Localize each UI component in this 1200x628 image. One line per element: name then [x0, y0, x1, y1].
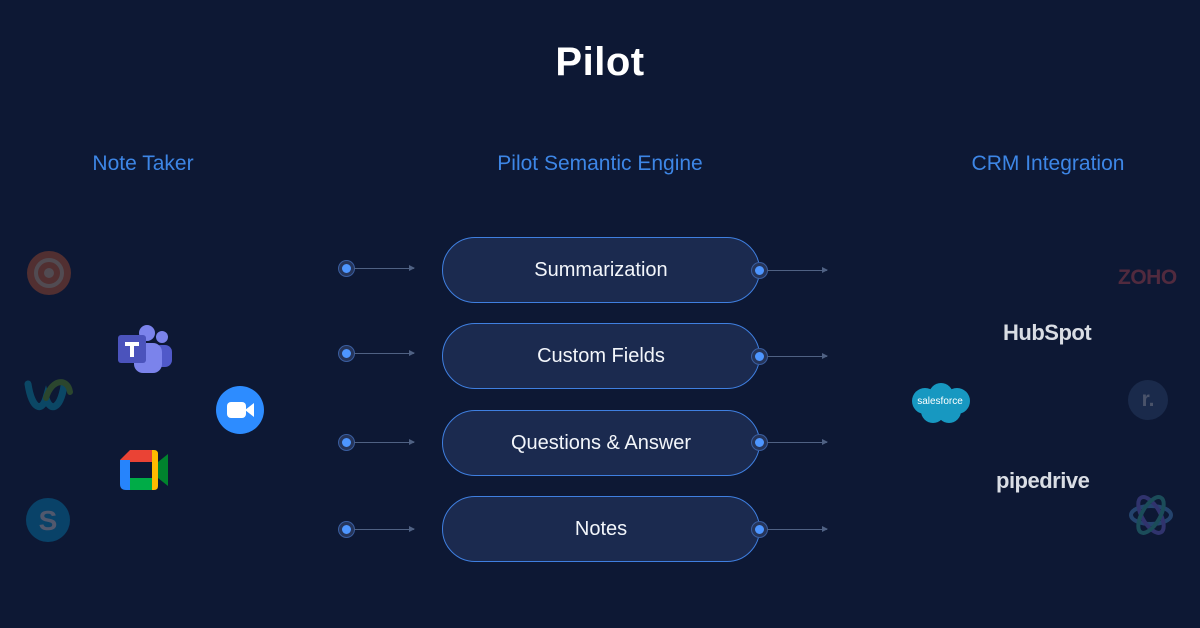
salesforce-logo: salesforce	[907, 381, 973, 425]
r-logo: r.	[1128, 380, 1168, 420]
hubspot-logo: HubSpot	[1003, 320, 1092, 346]
input-dot	[339, 346, 354, 361]
svg-text:S: S	[39, 505, 58, 536]
input-arrow	[354, 265, 415, 271]
engine-item-label: Custom Fields	[537, 344, 665, 367]
output-arrow	[767, 439, 828, 445]
output-dot	[752, 522, 767, 537]
engine-item-label: Notes	[574, 517, 628, 540]
input-arrow	[354, 439, 415, 445]
engine-item-questions-answer: Questions & Answer	[442, 410, 760, 476]
hubspot-wordmark: HubSpot	[1003, 320, 1092, 345]
dynamics-icon	[1129, 495, 1173, 535]
output-arrow	[767, 267, 828, 273]
salesforce-wordmark: salesforce	[917, 396, 963, 407]
engine-item-notes: Notes	[442, 496, 760, 562]
input-dot	[339, 522, 354, 537]
webex-icon	[24, 379, 73, 411]
engine-heading: Pilot Semantic Engine	[497, 152, 703, 175]
engine-item-label: Questions & Answer	[510, 431, 692, 454]
output-arrow	[767, 526, 828, 532]
pipedrive-wordmark: pipedrive	[996, 468, 1090, 493]
zoom-icon	[216, 386, 264, 434]
zoho-logo: ZOHO	[1118, 266, 1177, 290]
gong-icon	[27, 251, 71, 295]
page-title: Pilot	[555, 40, 645, 84]
note-taker-heading: Note Taker	[92, 152, 194, 175]
output-dot	[752, 263, 767, 278]
output-dot	[752, 435, 767, 450]
pipedrive-logo: pipedrive	[996, 468, 1090, 494]
input-arrow	[354, 526, 415, 532]
zoho-wordmark: ZOHO	[1118, 266, 1177, 289]
input-dot	[339, 261, 354, 276]
teams-icon	[118, 325, 172, 373]
input-dot	[339, 435, 354, 450]
output-dot	[752, 349, 767, 364]
crm-heading: CRM Integration	[971, 152, 1125, 175]
salesforce-cloud-icon	[912, 383, 970, 423]
google-meet-icon	[120, 450, 168, 490]
skype-icon: S	[26, 498, 70, 542]
engine-item-summarization: Summarization	[442, 237, 760, 303]
engine-item-custom-fields: Custom Fields	[442, 323, 760, 389]
input-arrow	[354, 350, 415, 356]
engine-item-label: Summarization	[534, 258, 668, 281]
r-wordmark: r.	[1141, 388, 1155, 411]
output-arrow	[767, 353, 828, 359]
